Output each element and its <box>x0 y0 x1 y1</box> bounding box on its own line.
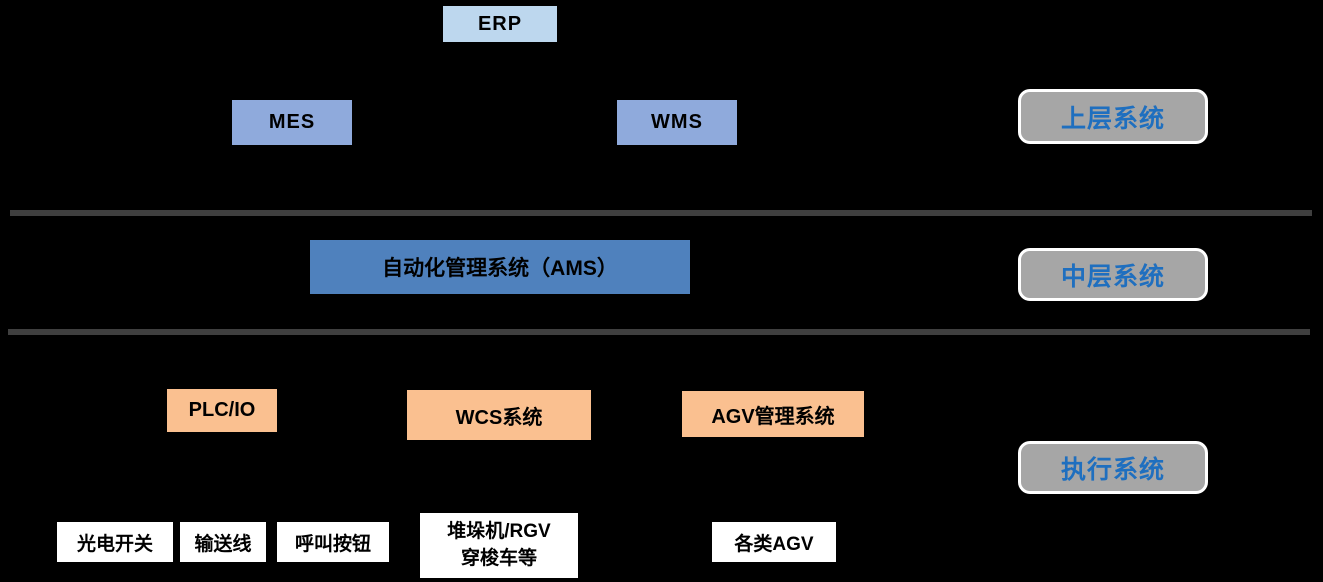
divider-top-middle <box>10 210 1312 216</box>
mes-label: MES <box>268 111 316 133</box>
mes-box: MES <box>232 100 352 145</box>
conveyor-line-box: 输送线 <box>180 522 266 562</box>
wms-label: WMS <box>651 111 703 133</box>
stacker-rgv-box: 堆垛机/RGV 穿梭车等 <box>420 513 578 578</box>
upper-layer-label: 上层系统 <box>1018 89 1208 144</box>
execution-layer-label: 执行系统 <box>1018 441 1208 494</box>
stacker-rgv-label-line1: 堆垛机/RGV <box>447 520 551 542</box>
photoelectric-switch-label: 光电开关 <box>76 533 153 555</box>
wms-box: WMS <box>617 100 737 145</box>
call-button-box: 呼叫按钮 <box>277 522 389 562</box>
call-button-label: 呼叫按钮 <box>294 533 371 555</box>
middle-layer-label: 中层系统 <box>1018 248 1208 301</box>
wcs-box: WCS系统 <box>407 390 591 440</box>
plc-io-label: PLC/IO <box>188 399 256 421</box>
stacker-rgv-label-line2: 穿梭车等 <box>460 547 537 569</box>
ams-box: 自动化管理系统（AMS） <box>310 240 690 294</box>
wcs-label: WCS系统 <box>455 406 543 429</box>
agv-management-label: AGV管理系统 <box>711 405 835 428</box>
agv-types-box: 各类AGV <box>712 522 836 562</box>
ams-label: 自动化管理系统（AMS） <box>382 257 618 280</box>
photoelectric-switch-box: 光电开关 <box>57 522 173 562</box>
middle-layer-label-text: 中层系统 <box>1060 262 1165 291</box>
divider-middle-bottom <box>8 329 1310 335</box>
execution-layer-label-text: 执行系统 <box>1060 455 1165 484</box>
erp-label: ERP <box>477 12 523 35</box>
conveyor-line-label: 输送线 <box>194 533 252 555</box>
upper-layer-label-text: 上层系统 <box>1060 104 1165 133</box>
agv-management-box: AGV管理系统 <box>682 391 864 437</box>
erp-box: ERP <box>443 6 557 42</box>
plc-io-box: PLC/IO <box>167 389 277 432</box>
agv-types-label: 各类AGV <box>734 533 814 555</box>
